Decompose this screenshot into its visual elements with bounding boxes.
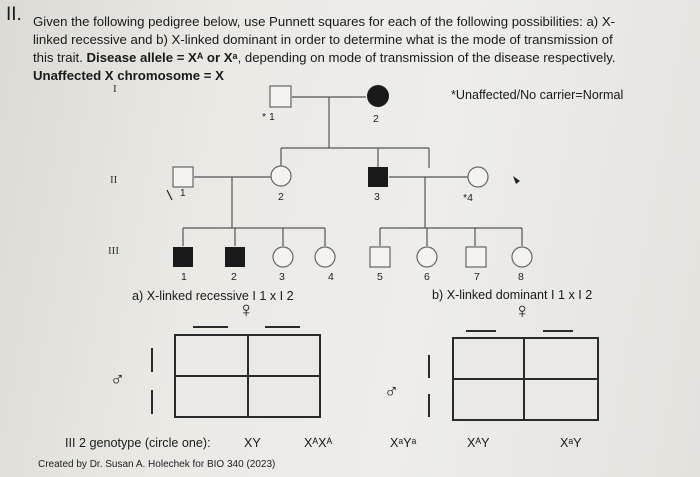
genotype-prompt: III 2 genotype (circle one): xyxy=(65,436,211,450)
question-line-4: Unaffected X chromosome = X xyxy=(33,68,224,83)
male-symbol-b: ♂ xyxy=(384,381,399,403)
pedigree-ii2-female xyxy=(270,165,292,187)
genotype-option-xaya[interactable]: XᵃYᵃ xyxy=(390,436,417,450)
pedigree-ii4-female xyxy=(467,166,489,188)
punnett-b-title: b) X-linked dominant I 1 x I 2 xyxy=(432,288,593,302)
genotype-option-xy[interactable]: XY xyxy=(244,436,261,450)
punnett-square-b xyxy=(428,330,599,421)
pedigree-label-i2: 2 xyxy=(373,113,379,125)
pedigree-label-ii2: 2 xyxy=(278,191,284,203)
legend-note: *Unaffected/No carrier=Normal xyxy=(451,88,624,102)
pedigree-label-iii3: 3 xyxy=(279,271,285,283)
punnett-a-title: a) X-linked recessive I 1 x I 2 xyxy=(132,289,294,303)
pedigree-label-ii3: 3 xyxy=(374,191,380,203)
arrow-mark xyxy=(513,176,520,184)
pedigree-iii7-male xyxy=(465,246,487,268)
pedigree-iii4-female xyxy=(314,246,336,268)
pedigree-label-iii5: 5 xyxy=(377,271,383,283)
pedigree-label-iii2: 2 xyxy=(231,271,237,283)
pedigree-label-i1: * 1 xyxy=(262,111,275,123)
punnett-square-a xyxy=(151,326,321,418)
pedigree-iii8-female xyxy=(511,246,533,268)
pedigree-label-iii1: 1 xyxy=(181,271,187,283)
genotype-option-xay-lower[interactable]: XᵃY xyxy=(560,436,582,450)
pedigree-label-iii7: 7 xyxy=(474,271,480,283)
pedigree-ii3-male-affected xyxy=(368,167,388,187)
generation-label-iii: III xyxy=(108,245,119,257)
female-symbol-b: ♀ xyxy=(514,298,531,323)
pedigree-label-ii1: 1 xyxy=(180,188,186,199)
pedigree-iii3-female xyxy=(272,246,294,268)
credit-line: Created by Dr. Susan A. Holechek for BIO… xyxy=(38,459,276,470)
pedigree-i2-female-affected xyxy=(367,85,389,107)
pedigree-label-iii8: 8 xyxy=(518,271,524,283)
pedigree-iii2-male-affected xyxy=(225,247,245,267)
generation-label-i: I xyxy=(113,83,117,95)
generation-label-ii: II xyxy=(110,174,118,186)
question-number: II. xyxy=(6,4,22,25)
genotype-option-xay[interactable]: XᴬY xyxy=(467,436,490,450)
male-symbol-a: ♂ xyxy=(110,369,125,391)
pedigree-iii1-male-affected xyxy=(173,247,193,267)
star-mark xyxy=(166,189,173,201)
pedigree-label-ii4: *4 xyxy=(463,192,473,204)
pedigree-label-iii4: 4 xyxy=(328,271,334,283)
genotype-option-xaxa[interactable]: XᴬXᴬ xyxy=(304,436,333,450)
pedigree-iii6-female xyxy=(416,246,438,268)
pedigree-iii5-male xyxy=(369,246,391,268)
question-line-1: Given the following pedigree below, use … xyxy=(33,14,616,29)
female-symbol-a: ♀ xyxy=(238,297,255,322)
pedigree-i1-male xyxy=(269,85,292,108)
pedigree-label-iii6: 6 xyxy=(424,271,430,283)
question-line-2: linked recessive and b) X-linked dominan… xyxy=(33,32,613,47)
pedigree-ii1-male xyxy=(172,166,194,188)
question-line-3: this trait. Disease allele = Xᴬ or Xᵃ, d… xyxy=(33,50,616,65)
